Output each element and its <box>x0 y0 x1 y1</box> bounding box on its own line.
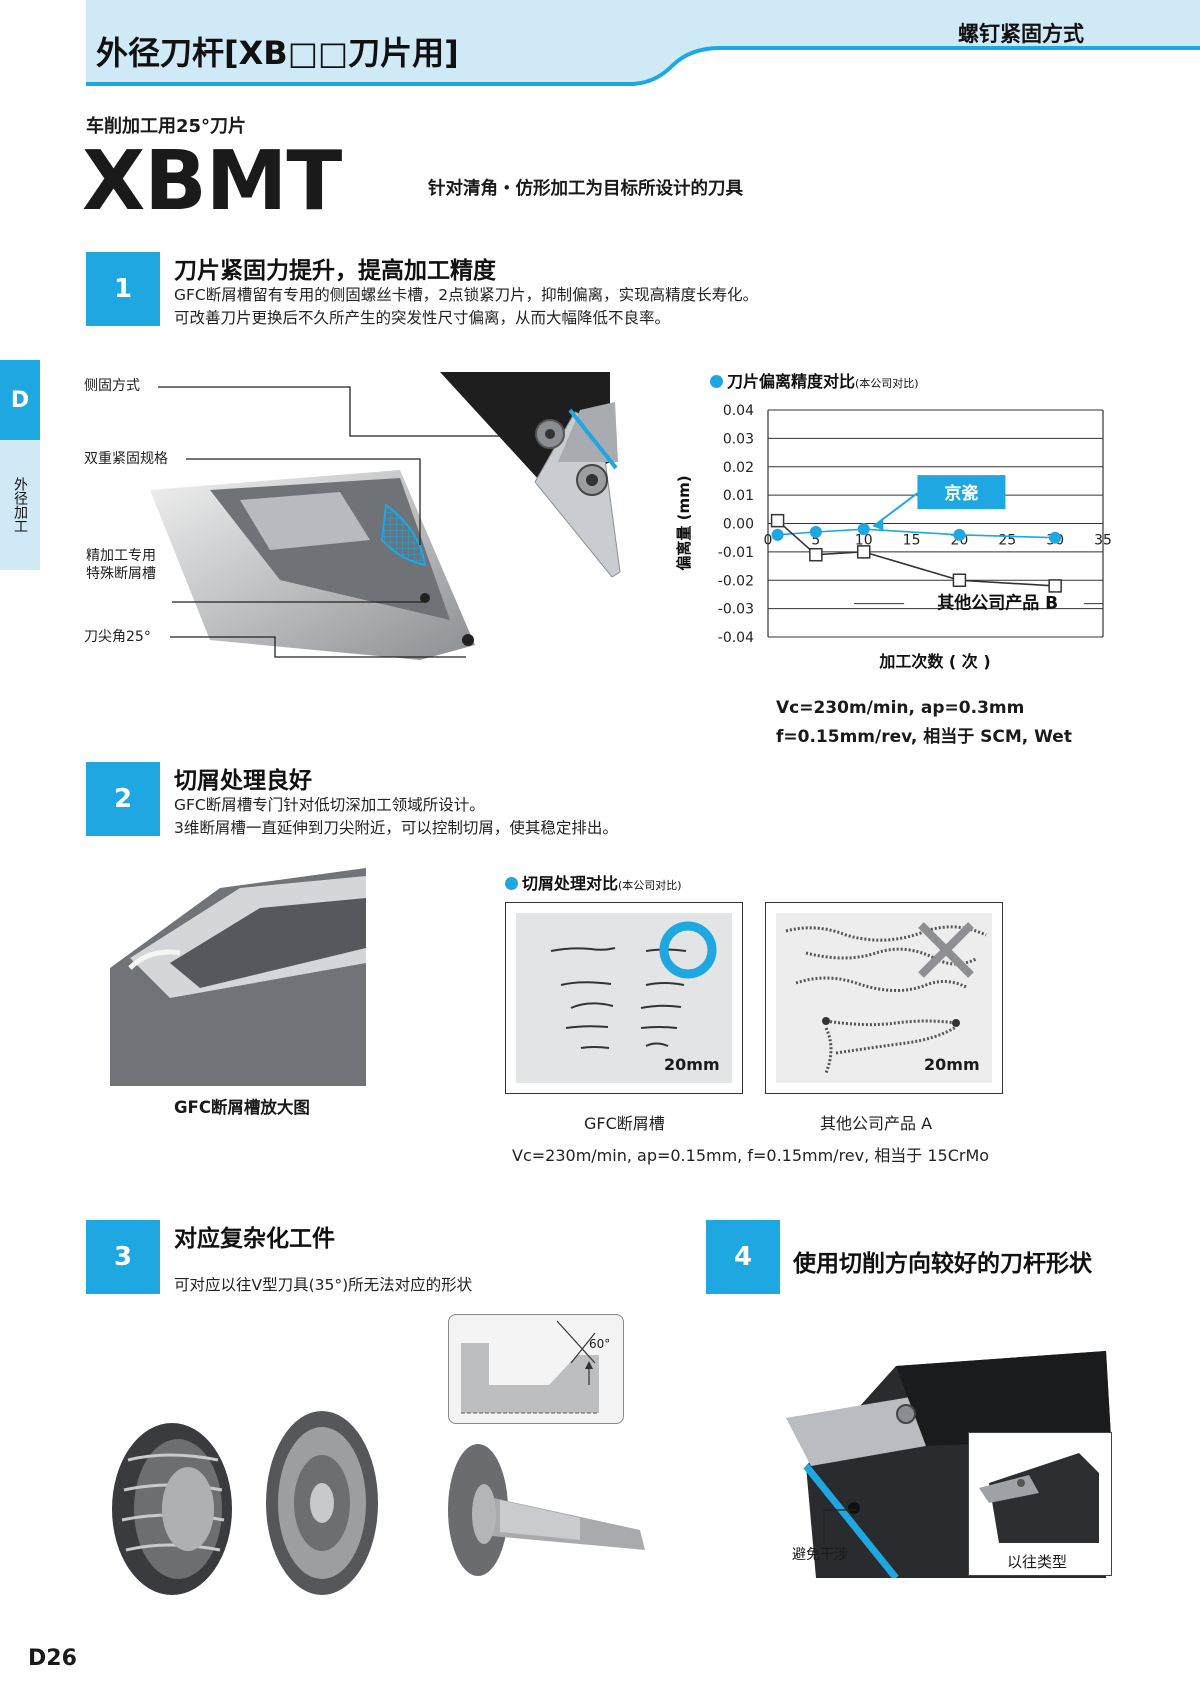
side-tab-letter: D <box>0 360 40 440</box>
chart-label-arrow-icon <box>873 519 884 531</box>
chart-y-tick-label: -0.03 <box>718 602 754 618</box>
deviation-chart: 0.04 0.03 0.02 0.01 0.00 -0.01 -0.02 -0.03 -0.04… <box>675 403 1112 671</box>
section-2-desc-line-2: 3维断屑槽一直延伸到刀尖附近，可以控制切屑，使其稳定排出。 <box>174 819 618 837</box>
workpiece-disc-photo <box>262 1408 382 1598</box>
chart-y-axis-label: 偏离量 (mm) <box>675 475 693 570</box>
deviation-chart-title: 刀片偏离精度对比(本公司对比) <box>710 368 919 392</box>
clamp-method-label: 螺钉紧固方式 <box>958 22 1084 46</box>
callout-side-clamp: 侧固方式 <box>84 378 140 394</box>
section-1-desc-line-1: GFC断屑槽留有专用的侧固螺丝卡槽，2点锁紧刀片，抑制偏离，实现高精度长寿化。 <box>174 286 759 304</box>
chart-point <box>1048 579 1062 593</box>
chip-panel-gfc: 20mm <box>505 902 743 1094</box>
chip-compare-title-text: 切屑处理对比 <box>522 874 619 893</box>
section-1-number: 1 <box>86 252 160 326</box>
intro-subtitle: 车削加工用25°刀片 <box>86 116 247 137</box>
section-2-number: 2 <box>86 762 160 836</box>
old-type-label: 以往类型 <box>1007 1553 1068 1571</box>
chart-point <box>952 573 967 587</box>
chip-compare-title-note: (本公司对比) <box>618 879 682 892</box>
chart-point <box>770 513 785 528</box>
chart-x-tick-label: 5 <box>811 533 820 549</box>
chip-scale-right: 20mm <box>924 1055 980 1074</box>
chart-point <box>809 526 822 539</box>
chart-series-label: 其他公司产品 B <box>937 593 1058 614</box>
bullet-dot-icon <box>505 877 518 890</box>
chip-scale-left: 20mm <box>664 1055 720 1074</box>
callout-nose-angle: 刀尖角25° <box>84 629 151 645</box>
side-tab[interactable]: D 外径加工 <box>0 360 40 570</box>
callout-finish-line-2: 特殊断屑槽 <box>86 566 156 582</box>
insert-closeup-photo <box>120 470 500 710</box>
chart-y-tick-label: 0.02 <box>723 460 754 476</box>
section-3-number: 3 <box>86 1220 160 1294</box>
chart-y-tick-label: 0.04 <box>723 403 754 419</box>
chip-compare-conditions: Vc=230m/min, ap=0.15mm, f=0.15mm/rev, 相当… <box>512 1146 990 1165</box>
section-3-title: 对应复杂化工件 <box>174 1226 335 1252</box>
chart-point <box>857 523 870 536</box>
chart-x-tick-label: 15 <box>903 533 921 549</box>
chart-y-tick-label: 0.01 <box>723 488 754 504</box>
chart-conditions-line-1: Vc=230m/min, ap=0.3mm <box>776 698 1025 718</box>
workpiece-cylinder-photo <box>108 1420 236 1598</box>
section-4-title: 使用切削方向较好的刀杆形状 <box>793 1251 1092 1277</box>
section-1-title: 刀片紧固力提升，提高加工精度 <box>174 258 496 284</box>
chart-y-tick-label: -0.01 <box>718 545 754 561</box>
chip-caption-competitor: 其他公司产品 A <box>820 1114 933 1133</box>
chart-y-tick-label: 0.00 <box>723 517 754 533</box>
chart-x-axis-label: 加工次数 ( 次 ) <box>878 652 990 671</box>
profile-diagram: 60° <box>448 1314 624 1424</box>
avoid-interference-label: 避免干涉 <box>792 1547 848 1563</box>
chip-panel-competitor: 20mm <box>765 902 1003 1094</box>
chart-label-pointer <box>872 492 919 528</box>
chart-conditions-line-2: f=0.15mm/rev, 相当于 SCM, Wet <box>776 727 1072 747</box>
insert-holder-photo <box>440 372 640 598</box>
bullet-dot-icon <box>710 375 723 388</box>
side-tab-label: 外径加工 <box>0 440 40 570</box>
chart-point <box>1049 531 1062 544</box>
page-title: 外径刀杆[XB□□刀片用] <box>96 34 459 72</box>
workpiece-shaft-photo <box>440 1440 660 1590</box>
chart-x-tick-label: 10 <box>855 533 873 549</box>
chip-compare-title: 切屑处理对比(本公司对比) <box>505 870 682 894</box>
deviation-chart-title-text: 刀片偏离精度对比 <box>727 372 856 391</box>
chart-series-label: 京瓷 <box>944 483 978 504</box>
chart-x-tick-label: 25 <box>998 533 1016 549</box>
old-type-inset: 以往类型 <box>968 1432 1112 1576</box>
section-1-desc-line-2: 可改善刀片更换后不久所产生的突发性尺寸偏离，从而大幅降低不良率。 <box>174 309 671 327</box>
chart-point <box>809 547 823 562</box>
model-name: XBMT <box>82 134 342 229</box>
gfc-closeup-caption: GFC断屑槽放大图 <box>174 1098 310 1117</box>
chart-label-box-kyocera <box>917 475 1006 510</box>
intro-tagline: 针对清角・仿形加工为目标所设计的刀具 <box>428 179 743 199</box>
section-2-desc-line-1: GFC断屑槽专门针对低切深加工领域所设计。 <box>174 796 485 814</box>
profile-angle-label: 60° <box>589 1337 611 1351</box>
chart-y-tick-label: -0.02 <box>718 573 754 589</box>
chart-point <box>771 528 784 541</box>
avoid-interference-leader <box>823 1509 856 1544</box>
chip-caption-gfc: GFC断屑槽 <box>584 1114 665 1133</box>
chart-x-tick-label: 35 <box>1094 533 1112 549</box>
chart-y-tick-label: 0.03 <box>723 431 754 447</box>
section-2-title: 切屑处理良好 <box>174 768 312 794</box>
chart-point <box>856 545 871 559</box>
header-band: 外径刀杆[XB□□刀片用] 螺钉紧固方式 <box>0 0 1200 92</box>
gfc-closeup-photo <box>110 868 366 1086</box>
section-3-desc-line-1: 可对应以往V型刀具(35°)所无法对应的形状 <box>174 1276 473 1294</box>
deviation-chart-title-note: (本公司对比) <box>855 377 919 390</box>
good-circle-icon <box>659 921 717 979</box>
callout-double-clamp: 双重紧固规格 <box>84 451 168 467</box>
chart-point <box>953 528 966 541</box>
section-4-number: 4 <box>706 1220 780 1294</box>
callout-finish-line-1: 精加工专用 <box>86 548 156 564</box>
bad-cross-icon <box>918 922 974 978</box>
callout-leaders <box>158 386 500 658</box>
chart-x-tick-label: 0 <box>764 533 773 549</box>
chart-y-tick-label: -0.04 <box>718 630 754 646</box>
page-number: D26 <box>28 1646 77 1671</box>
